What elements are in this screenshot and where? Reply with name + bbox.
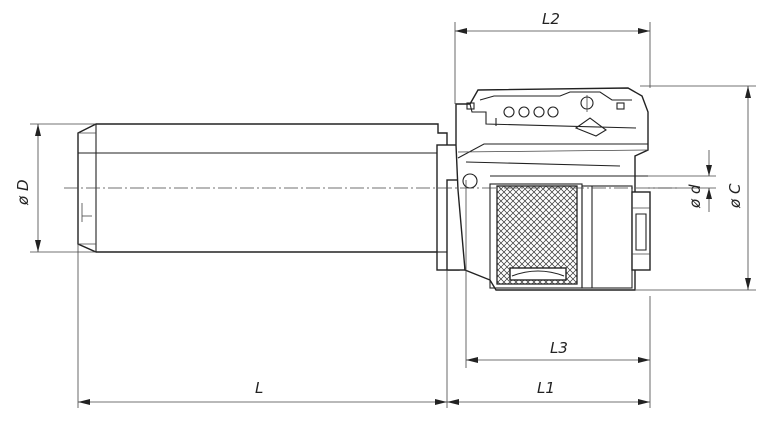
label-L2: L2 bbox=[542, 10, 560, 28]
dimension-L1: L1 bbox=[447, 368, 651, 408]
label-D: ø D bbox=[14, 180, 32, 207]
label-L1: L1 bbox=[537, 379, 555, 397]
label-C: ø C bbox=[726, 183, 744, 209]
dimension-L2: L2 bbox=[454, 10, 651, 104]
dimension-C: ø C bbox=[636, 85, 756, 291]
dimension-d: ø d bbox=[648, 150, 716, 212]
dimension-D: ø D bbox=[14, 123, 96, 253]
label-d: ø d bbox=[686, 184, 704, 209]
chuck-body bbox=[455, 87, 651, 291]
dimension-L3: L3 bbox=[465, 180, 651, 368]
label-L: L bbox=[255, 379, 263, 397]
dimension-L: L bbox=[77, 244, 448, 408]
label-L3: L3 bbox=[550, 339, 568, 357]
